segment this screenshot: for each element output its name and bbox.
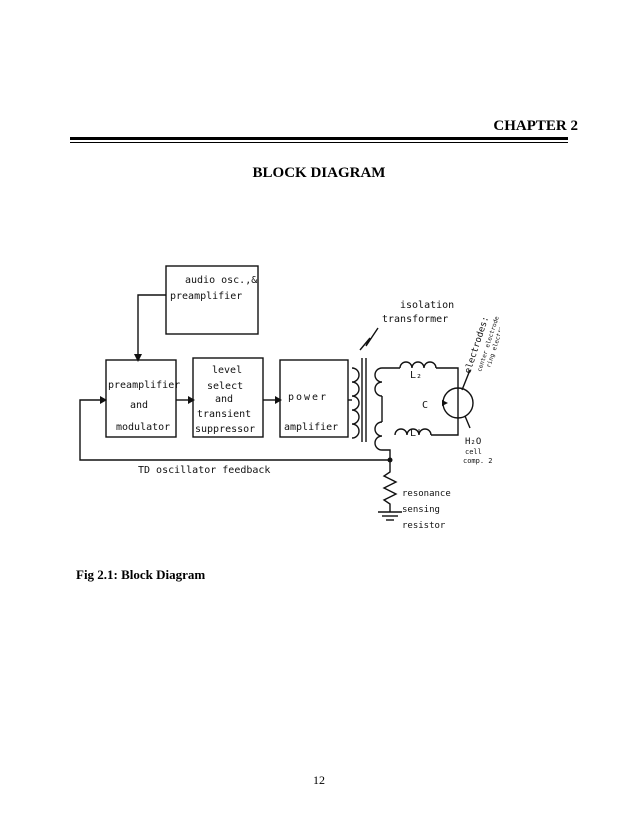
- label-preamp-2: and: [130, 400, 148, 411]
- label-resistor-1: resonance: [402, 489, 451, 499]
- block-preamp-modulator: [105, 359, 177, 438]
- label-isolation-2: transformer: [382, 314, 448, 325]
- label-h2o-1: H₂O: [465, 437, 481, 447]
- label-preamp-3: modulator: [116, 422, 170, 433]
- label-power-1: power: [288, 392, 328, 403]
- label-level-4: transient: [197, 409, 251, 420]
- page-number: 12: [313, 773, 325, 787]
- label-h2o-2: cell: [465, 448, 482, 456]
- label-level-1: level: [212, 365, 242, 376]
- page-title: BLOCK DIAGRAM: [252, 165, 386, 181]
- label-level-3: and: [215, 394, 233, 405]
- label-resistor-3: resistor: [402, 521, 446, 531]
- header-rule-thin: [70, 142, 568, 143]
- label-preamp-1: preamplifier: [108, 380, 180, 391]
- label-inductor-top: L₂: [410, 370, 422, 381]
- label-capacitor: C: [422, 400, 428, 411]
- figure-caption: Fig 2.1: Block Diagram: [76, 567, 206, 582]
- block-level-select: [192, 357, 264, 438]
- label-audio-osc-1: audio osc.,&: [185, 275, 257, 286]
- label-audio-osc-2: preamplifier: [170, 291, 242, 302]
- block-diagram: audio osc.,& preamplifier preamplifier a…: [79, 265, 500, 531]
- header-rule-thick: [70, 137, 568, 140]
- label-level-2: select: [207, 381, 243, 392]
- label-h2o-3: comp. 2: [463, 457, 493, 465]
- label-feedback: TD oscillator feedback: [138, 465, 270, 476]
- label-resistor-2: sensing: [402, 505, 440, 515]
- label-level-5: suppressor: [195, 424, 255, 435]
- label-inductor-bottom: L': [410, 428, 422, 439]
- block-power-amplifier: [279, 359, 349, 438]
- block-audio-osc: [165, 265, 259, 335]
- chapter-heading: CHAPTER 2: [493, 118, 578, 134]
- label-isolation-1: isolation: [400, 300, 454, 311]
- label-power-2: amplifier: [284, 422, 338, 433]
